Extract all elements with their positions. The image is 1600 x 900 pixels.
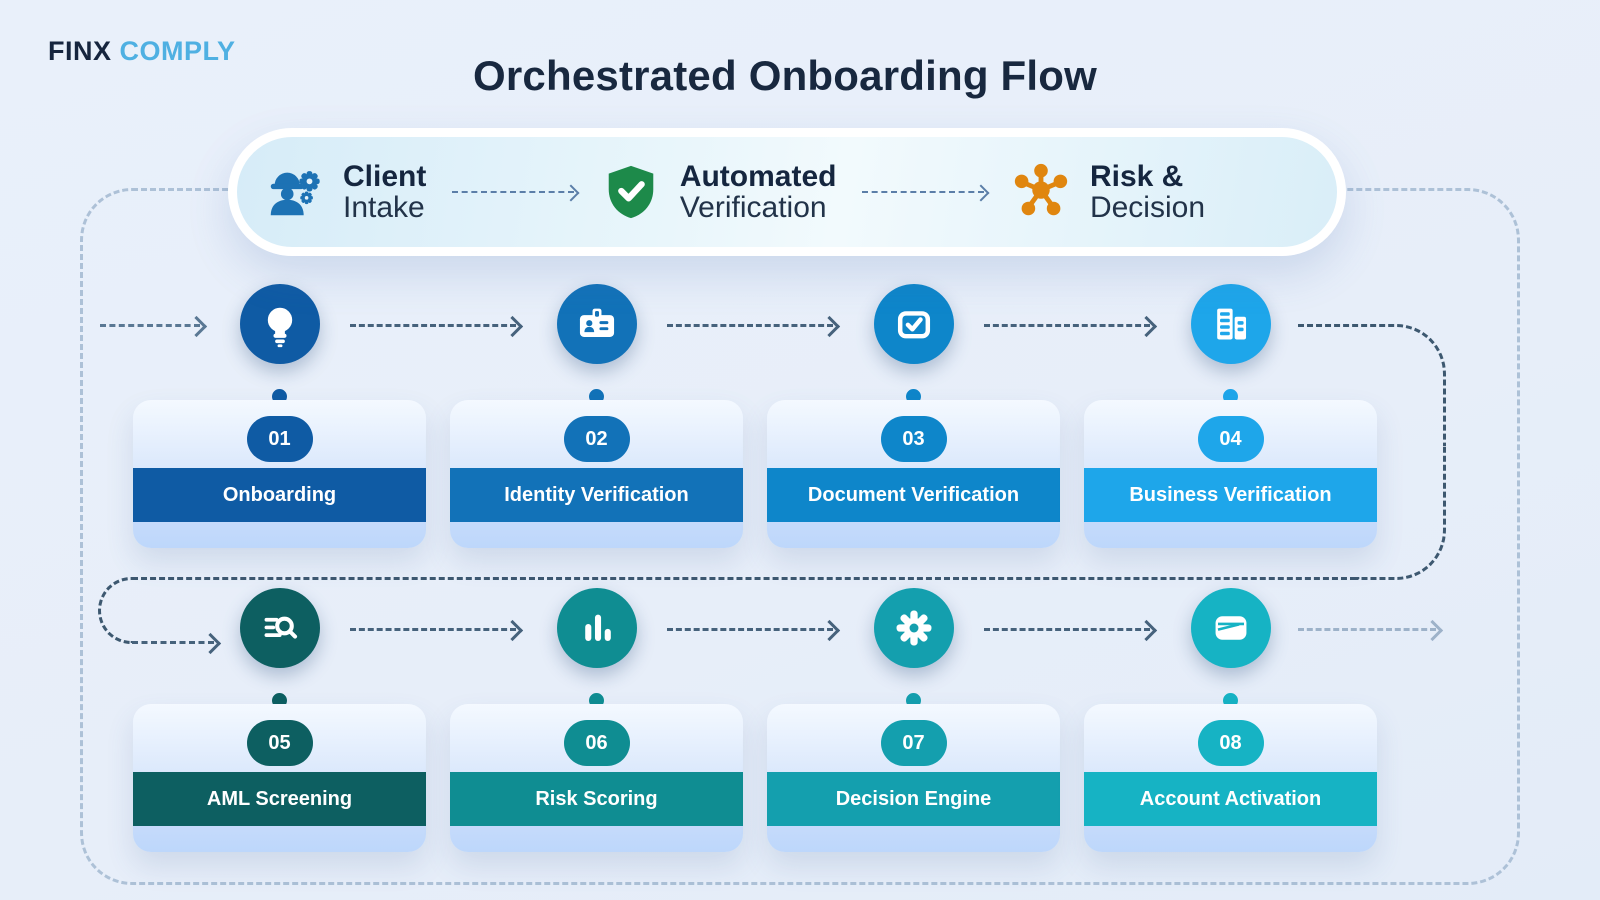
brand-part-1: FINX xyxy=(48,36,112,66)
arrow-step-7-8 xyxy=(984,628,1150,631)
step-number-badge: 04 xyxy=(1197,416,1264,462)
step-card: 07 Decision Engine xyxy=(767,704,1060,852)
wallet-icon xyxy=(1215,616,1246,640)
step-number-badge: 03 xyxy=(880,416,947,462)
step-icon-circle xyxy=(873,284,954,364)
step-icon-circle xyxy=(1190,284,1271,364)
step-icon-circle xyxy=(873,588,954,668)
phase-automated-verification: Automated Verification xyxy=(600,159,837,224)
step-card: 04 Business Verification xyxy=(1084,400,1377,548)
step-card: 02 Identity Verification xyxy=(450,400,743,548)
step-number-badge: 07 xyxy=(880,720,947,766)
step-title-band: Onboarding xyxy=(133,468,426,522)
step-number-badge: 02 xyxy=(563,416,630,462)
buildings-icon xyxy=(1216,308,1246,340)
flow-turn-right-top xyxy=(1298,324,1446,446)
step-title-band: Identity Verification xyxy=(450,468,743,522)
arrow-flow-exit xyxy=(1298,628,1436,631)
brand-logo: FINX COMPLY xyxy=(48,36,236,67)
step-card: 06 Risk Scoring xyxy=(450,704,743,852)
step-number-badge: 01 xyxy=(246,416,313,462)
arrow-into-step-1 xyxy=(100,324,200,327)
step-number-badge: 06 xyxy=(563,720,630,766)
step-title-band: Risk Scoring xyxy=(450,772,743,826)
phase-arrow-2 xyxy=(862,191,984,193)
step-icon-circle xyxy=(556,588,637,668)
arrow-into-step-5 xyxy=(132,641,214,644)
search-list-icon xyxy=(264,616,297,639)
arrow-step-2-3 xyxy=(667,324,833,327)
arrow-step-3-4 xyxy=(984,324,1150,327)
step-card: 08 Account Activation xyxy=(1084,704,1377,852)
step-icon-circle xyxy=(239,284,320,364)
step-title-band: Account Activation xyxy=(1084,772,1377,826)
engineer-icon xyxy=(270,171,320,216)
step-number-badge: 05 xyxy=(246,720,313,766)
bar-chart-icon xyxy=(584,614,611,641)
phase-line1: Automated xyxy=(679,159,837,193)
phase-arrow-1 xyxy=(452,191,574,193)
phase-line2: Decision xyxy=(1089,191,1206,224)
step-icon-circle xyxy=(1190,588,1271,668)
step-title-band: AML Screening xyxy=(133,772,426,826)
flow-return-line xyxy=(132,577,1356,580)
phase-risk-decision: Risk & Decision xyxy=(1010,159,1206,224)
shield-check-icon xyxy=(608,165,654,219)
step-title-band: Business Verification xyxy=(1084,468,1377,522)
phase-line1: Client xyxy=(343,159,427,193)
lightbulb-icon xyxy=(267,307,292,348)
phase-pill: Client Intake Automated Verification Ris xyxy=(228,128,1346,256)
step-title-band: Document Verification xyxy=(767,468,1060,522)
page-title: Orchestrated Onboarding Flow xyxy=(473,52,1097,99)
arrow-step-5-6 xyxy=(350,628,516,631)
flow-turn-right-bottom xyxy=(1356,446,1446,580)
step-icon-circle xyxy=(239,588,320,668)
id-card-icon xyxy=(579,308,614,337)
step-title-band: Decision Engine xyxy=(767,772,1060,826)
step-card: 03 Document Verification xyxy=(767,400,1060,548)
step-card: 05 AML Screening xyxy=(133,704,426,852)
step-card: 01 Onboarding xyxy=(133,400,426,548)
phase-line2: Verification xyxy=(679,191,827,224)
step-icon-circle xyxy=(556,284,637,364)
phase-line1: Risk & xyxy=(1089,159,1184,193)
checkbox-icon xyxy=(897,311,930,339)
step-number-badge: 08 xyxy=(1197,720,1264,766)
arrow-step-6-7 xyxy=(667,628,833,631)
network-icon xyxy=(1014,163,1068,216)
phase-client-intake: Client Intake xyxy=(263,159,427,224)
phase-line2: Intake xyxy=(343,191,425,224)
arrow-step-1-2 xyxy=(350,324,516,327)
brand-part-2: COMPLY xyxy=(119,36,236,66)
gear-icon xyxy=(896,610,931,646)
